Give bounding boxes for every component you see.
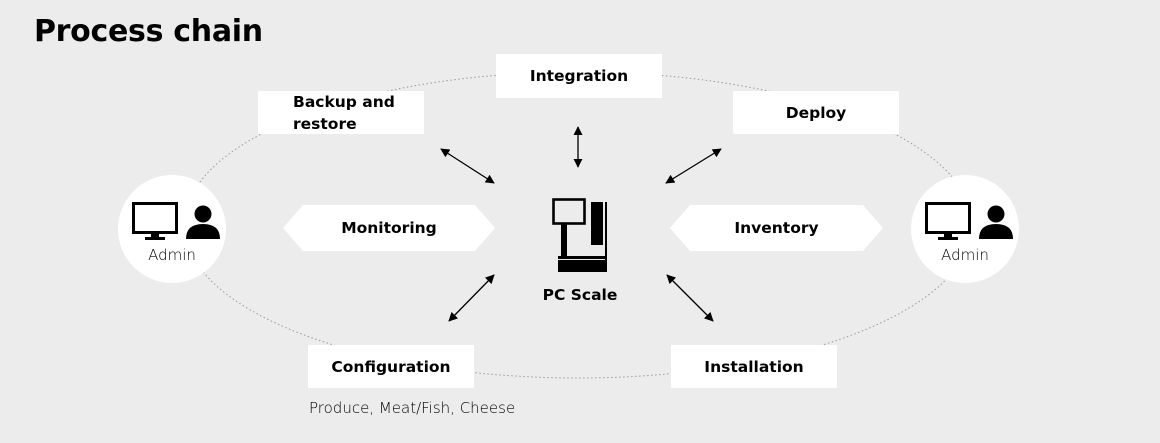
- arrow-installation: [666, 274, 714, 322]
- configuration-subtitle: Produce, Meat/Fish, Cheese: [309, 399, 516, 417]
- admin-left-label: Admin: [148, 246, 196, 264]
- node-installation: Installation: [671, 345, 837, 388]
- node-deploy: Deploy: [733, 91, 899, 134]
- monitor-icon: [925, 202, 971, 240]
- arrow-configuration: [448, 274, 495, 322]
- admin-right-label: Admin: [941, 246, 989, 264]
- arrow-deploy: [665, 148, 722, 184]
- node-backup-label: Backup and restore: [293, 92, 395, 133]
- node-configuration: Configuration: [308, 345, 474, 388]
- node-backup: Backup and restore: [258, 91, 424, 134]
- page-title: Process chain: [34, 14, 263, 49]
- person-icon: [186, 205, 220, 239]
- arrow-backup: [440, 148, 495, 184]
- monitor-icon: [132, 202, 178, 240]
- center-label: PC Scale: [542, 286, 618, 304]
- node-inventory: Inventory: [670, 205, 883, 251]
- node-integration: Integration: [496, 54, 662, 98]
- node-monitoring: Monitoring: [283, 205, 495, 251]
- pc-scale-icon: [552, 198, 607, 272]
- person-icon: [979, 205, 1013, 239]
- admin-right: Admin: [911, 175, 1019, 283]
- admin-left: Admin: [118, 175, 226, 283]
